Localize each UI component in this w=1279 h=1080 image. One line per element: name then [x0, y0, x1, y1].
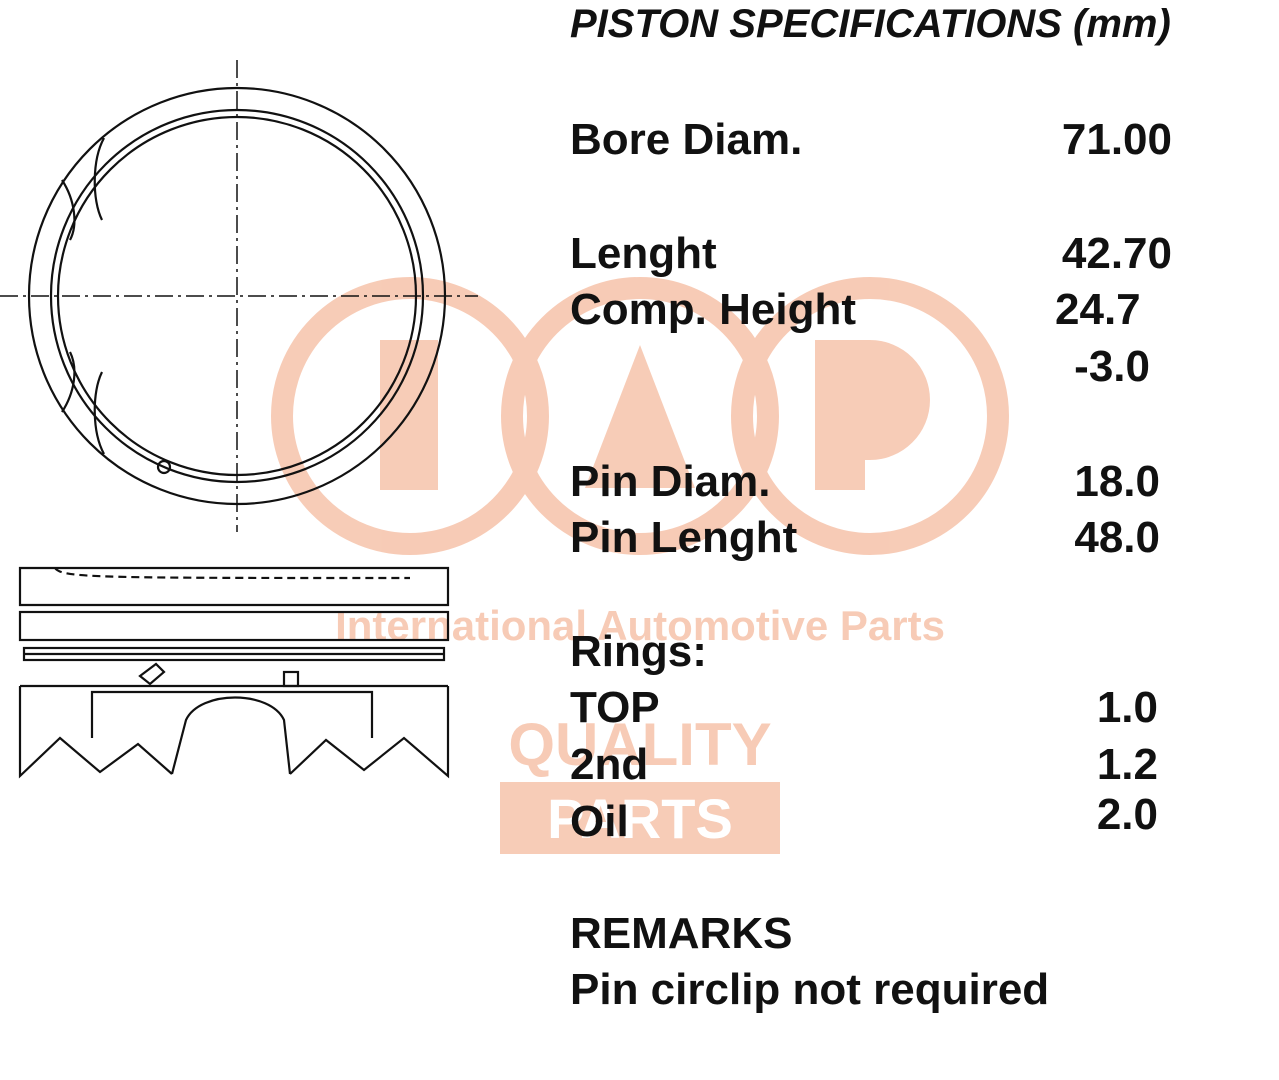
bore-label: Bore Diam.: [570, 115, 803, 164]
pin-notch: [282, 670, 300, 688]
watermark-ring-left: [271, 277, 549, 555]
ring-land-2: [18, 610, 450, 642]
ring-top-label: TOP: [570, 683, 660, 732]
remarks-text: Pin circlip not required: [570, 965, 1050, 1014]
watermark-letter-p: [815, 340, 930, 490]
pin-length-value: 48.0: [1074, 513, 1160, 562]
valve-relief-upper: [61, 137, 105, 241]
pin-length-label: Pin Lenght: [570, 513, 798, 562]
ring-oil-label: Oil: [570, 797, 629, 846]
piston-skirt-right: [289, 686, 450, 779]
pin-boss-arch: [170, 696, 292, 775]
watermark-ring-middle: [501, 277, 779, 555]
offset-value: -3.0: [1074, 342, 1150, 391]
ring-second-label: 2nd: [570, 740, 649, 789]
comp-height-value: 24.7: [1055, 285, 1141, 334]
pin-diam-value: 18.0: [1074, 457, 1160, 506]
piston-skirt-left: [18, 686, 173, 779]
length-value: 42.70: [1061, 229, 1172, 278]
ring-oil-value: 2.0: [1096, 790, 1158, 839]
watermark-text-line1: International Automotive Parts: [335, 602, 945, 649]
watermark-text-parts: PARTS: [547, 787, 733, 850]
crown-bowl-dashed: [54, 567, 411, 580]
piston-top-pin-mark: [156, 459, 172, 475]
length-label: Lenght: [570, 229, 717, 278]
watermark-ring-right: [731, 277, 1009, 555]
bore-value: 71.00: [1061, 115, 1172, 164]
ring-second-value: 1.2: [1096, 740, 1158, 789]
valve-relief-lower: [61, 351, 105, 455]
comp-height-label: Comp. Height: [570, 285, 856, 334]
skirt-inner-lines: [90, 690, 374, 738]
remarks-heading: REMARKS: [570, 909, 793, 958]
watermark-parts-box: [500, 782, 780, 854]
page-title: PISTON SPECIFICATIONS (mm): [570, 2, 1171, 46]
piston-top-inner-circle: [49, 108, 425, 484]
piston-side-crown: [18, 566, 450, 607]
pin-diam-label: Pin Diam.: [570, 457, 771, 506]
watermark-text-quality: QUALITY: [508, 711, 771, 778]
watermark-letter-a: [585, 345, 695, 488]
rings-heading: Rings:: [570, 627, 707, 676]
oil-hole-left: [138, 662, 166, 686]
ring-top-value: 1.0: [1096, 683, 1158, 732]
